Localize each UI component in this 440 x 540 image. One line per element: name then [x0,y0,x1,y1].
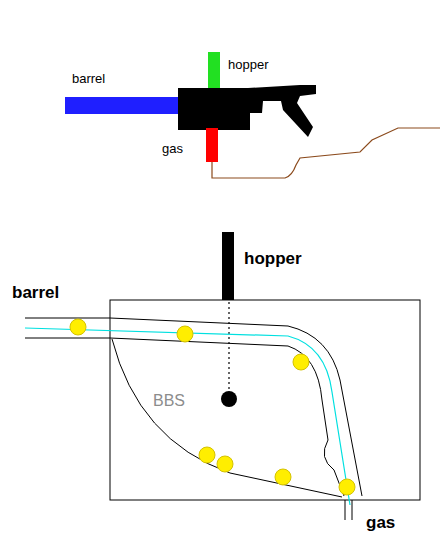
gas-part [206,128,218,162]
reservoir-wall [112,339,342,497]
bb-ball [199,447,215,463]
part-label: BBS [153,392,185,410]
part-label: gas [366,514,395,533]
feed-path [228,302,229,390]
part-label: hopper [244,250,302,269]
bb-ball [275,469,291,485]
track-wall [110,338,344,496]
hopper-feed [222,232,234,300]
gas-inlet [345,500,346,520]
bb-ball [339,479,355,495]
part-label: barrel [72,72,105,86]
barrel-wall [25,338,110,339]
bb-path [25,328,350,505]
part-label: barrel [12,284,59,303]
gas-hose [212,128,440,178]
bb-ball [177,326,193,342]
barrel-part [65,97,178,114]
bb-ball [70,319,86,335]
hopper-part [208,52,220,88]
feed-ball [221,391,237,407]
barrel-wall [25,318,110,319]
gun-grip [248,85,316,137]
gas-inlet [352,500,353,520]
gun-body [178,88,250,130]
bb-balls [70,319,355,495]
track-wall [110,318,362,496]
part-label: hopper [228,58,268,72]
bb-ball [293,354,309,370]
part-label: gas [162,142,183,156]
bb-ball [217,456,233,472]
housing-box [110,300,420,500]
